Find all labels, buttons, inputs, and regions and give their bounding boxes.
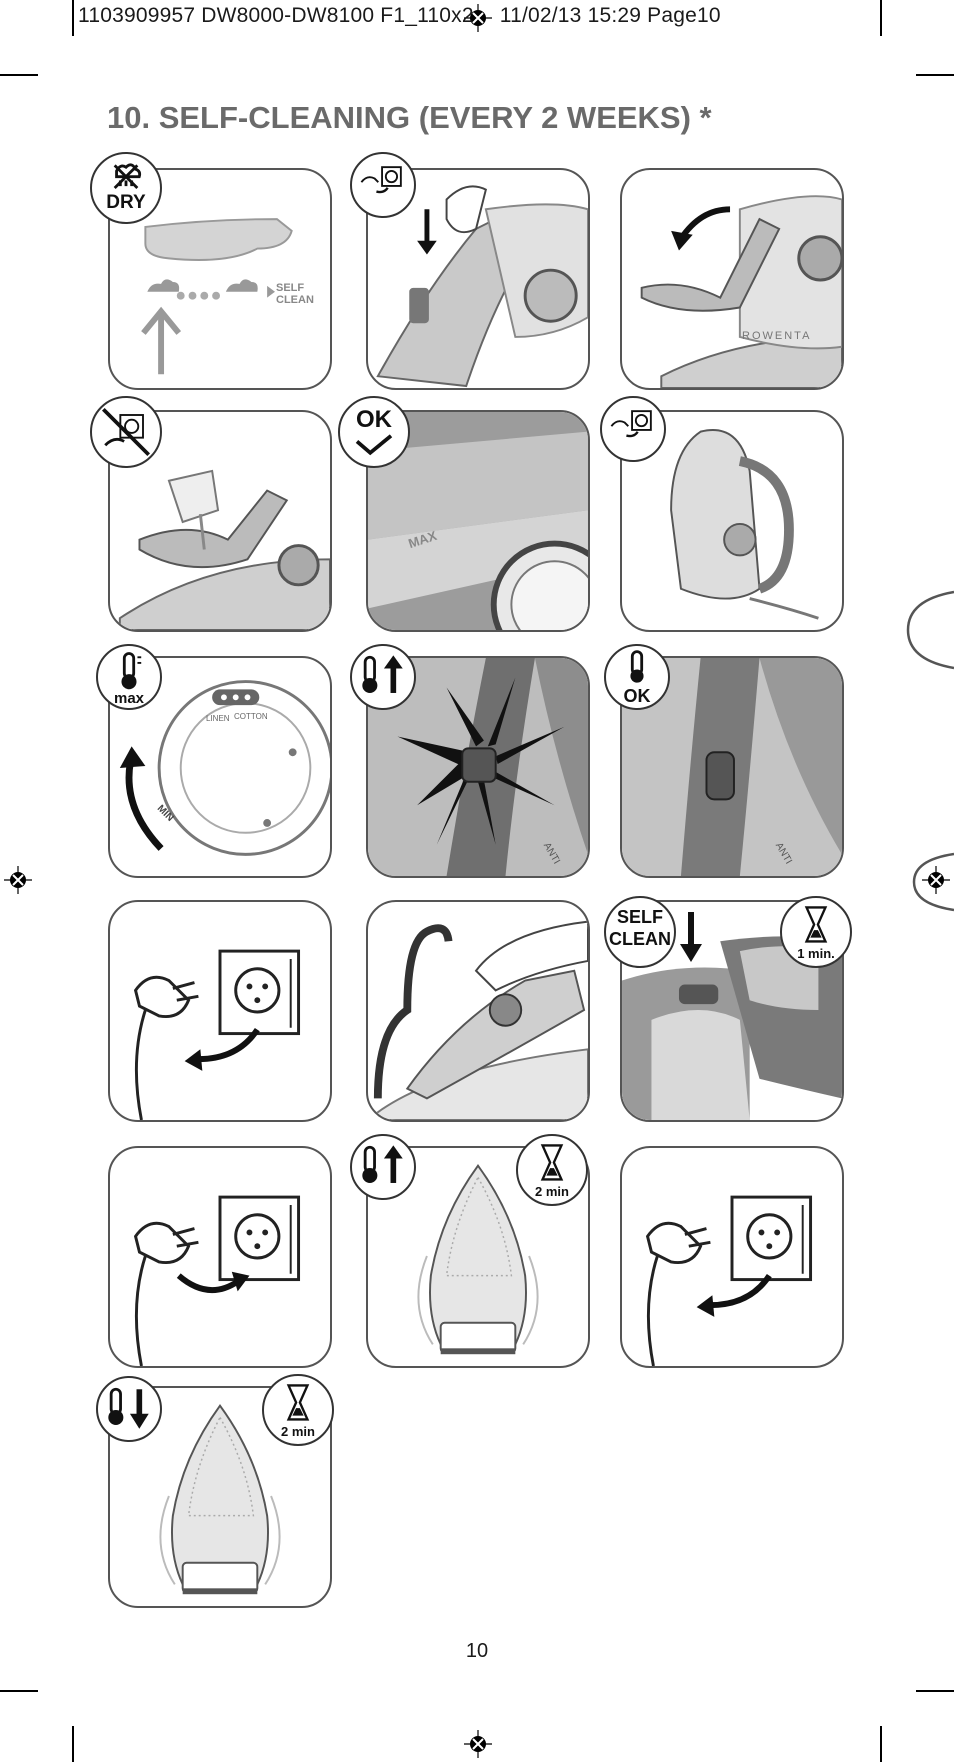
- ok-badge: OK: [338, 396, 410, 468]
- registration-mark-icon: [464, 4, 492, 32]
- plug-socket-icon: [360, 166, 402, 194]
- crop-mark: [72, 0, 74, 36]
- timer-badge: 2 min: [262, 1374, 334, 1446]
- unplugged-badge: [90, 396, 162, 468]
- temperature-falling-badge: [96, 1376, 162, 1442]
- edge-tab-arc: [912, 852, 954, 912]
- crop-mark: [72, 1726, 74, 1762]
- temperature-rising-badge: [350, 644, 416, 710]
- brand-label: ROWENTA: [742, 330, 812, 342]
- hourglass-icon: [286, 1384, 310, 1421]
- step-fill-to-max: MAX: [366, 410, 590, 632]
- dry-badge: DRY: [90, 152, 162, 224]
- plug-socket-icon: [610, 410, 652, 438]
- step-temperature-reached: ANTI: [620, 656, 844, 878]
- crop-mark: [916, 1690, 954, 1692]
- no-steam-icon: [113, 163, 142, 190]
- section-title: 10. SELF-CLEANING (EVERY 2 WEEKS) *: [107, 100, 712, 135]
- step-unplug-again: [620, 1146, 844, 1368]
- registration-mark-icon: [464, 1730, 492, 1758]
- temperature-max-badge: max: [96, 644, 162, 710]
- step-set-temperature-max: LINEN COTTON MIN: [108, 656, 332, 878]
- step-plug-in-again: [108, 1146, 332, 1368]
- step-heat-soleplate: [366, 1146, 590, 1368]
- edge-tab-arc: [906, 590, 954, 670]
- self-clean-badge: SELF CLEAN: [604, 896, 676, 968]
- timer-badge: 2 min: [516, 1134, 588, 1206]
- crop-mark: [0, 1690, 38, 1692]
- thermometer-up-icon: [362, 655, 403, 693]
- step-unplug: [108, 900, 332, 1122]
- crop-mark: [880, 1726, 882, 1762]
- thermometer-icon: [121, 652, 142, 690]
- dial-cotton-label: COTTON: [234, 712, 268, 721]
- plug-in-badge: [600, 396, 666, 462]
- registration-mark-icon: [922, 866, 950, 894]
- down-arrow-icon: [680, 912, 702, 962]
- no-plug-icon: [101, 407, 151, 457]
- thermometer-icon: [630, 650, 644, 683]
- timer-badge: 1 min.: [780, 896, 852, 968]
- hourglass-icon: [804, 906, 828, 943]
- step-hold-over-sink: [366, 900, 590, 1122]
- step-light-flashing: ANTI: [366, 656, 590, 878]
- crop-mark: [0, 74, 38, 76]
- step-plug-in-iron: [366, 168, 590, 390]
- dial-linen-label: LINEN: [206, 714, 230, 723]
- checkmark-icon: [355, 434, 393, 456]
- page-number: 10: [465, 1640, 489, 1662]
- temperature-rising-badge: [350, 1134, 416, 1200]
- thermometer-up-icon: [362, 1145, 403, 1183]
- crop-mark: [880, 0, 882, 36]
- temperature-ok-badge: OK: [604, 644, 670, 710]
- registration-mark-icon: [4, 866, 32, 894]
- thermometer-down-icon: [108, 1387, 149, 1429]
- self-clean-dial-label: SELF CLEAN: [276, 282, 314, 306]
- hourglass-icon: [540, 1144, 564, 1181]
- crop-mark: [916, 74, 954, 76]
- plug-in-badge: [350, 152, 416, 218]
- step-open-filler-cap: ROWENTA: [620, 168, 844, 390]
